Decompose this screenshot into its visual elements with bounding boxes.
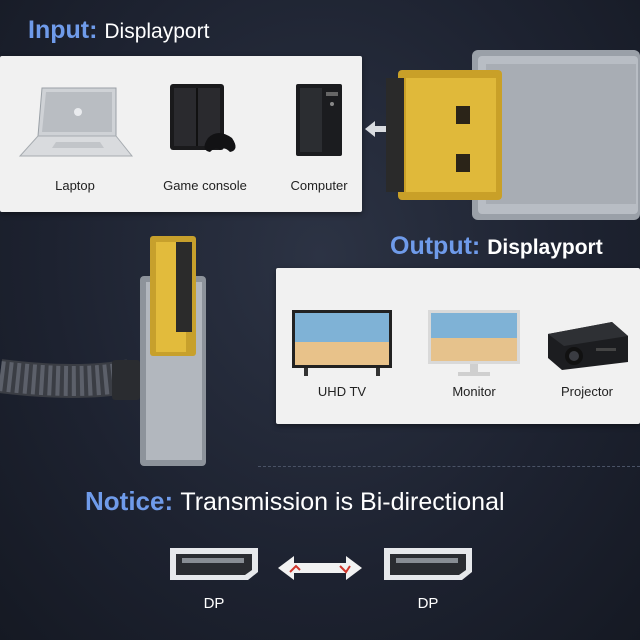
device-label: Monitor [452, 384, 496, 399]
device-monitor: Monitor [422, 308, 526, 399]
device-label: UHD TV [317, 384, 367, 399]
dp-port-right: DP [382, 546, 474, 612]
output-devices-panel: UHD TV Monitor Projector [276, 268, 640, 424]
device-game-console: Game console [158, 82, 252, 193]
device-uhd-tv: UHD TV [290, 308, 394, 399]
port-label: DP [417, 595, 439, 612]
dp-connector-top-icon [386, 50, 640, 220]
port-label: DP [203, 595, 225, 612]
input-value: Displayport [104, 20, 210, 43]
device-label: Computer [290, 178, 348, 193]
computer-tower-icon [296, 84, 342, 156]
divider [258, 466, 640, 467]
monitor-icon [428, 310, 520, 376]
projector-icon [548, 322, 628, 370]
input-heading: Input: Displayport [28, 16, 209, 45]
notice-value: Transmission is Bi-directional [180, 488, 505, 516]
device-label: Projector [560, 384, 614, 399]
direction-arrow-icon [365, 121, 391, 137]
dp-port-icon [170, 548, 258, 580]
dp-port-icon [384, 548, 472, 580]
device-projector: Projector [542, 308, 632, 399]
game-console-icon [170, 84, 236, 152]
output-value: Displayport [487, 236, 603, 259]
input-devices-panel: Laptop Game console Computer [0, 56, 362, 212]
device-computer: Computer [282, 82, 356, 193]
device-label: Game console [163, 178, 247, 193]
tv-icon [292, 310, 392, 376]
input-keyword: Input: [28, 16, 98, 44]
notice-heading: Notice: Transmission is Bi-directional [85, 486, 505, 517]
notice-keyword: Notice: [85, 486, 174, 516]
device-label: Laptop [55, 178, 95, 193]
device-laptop: Laptop [16, 82, 134, 193]
bidirectional-arrow-icon [278, 556, 362, 580]
output-heading: Output: Displayport [390, 232, 603, 261]
output-keyword: Output: [390, 232, 481, 260]
laptop-icon [18, 87, 134, 157]
dp-port-left: DP [168, 546, 260, 612]
dp-connector-left-icon [0, 236, 206, 466]
